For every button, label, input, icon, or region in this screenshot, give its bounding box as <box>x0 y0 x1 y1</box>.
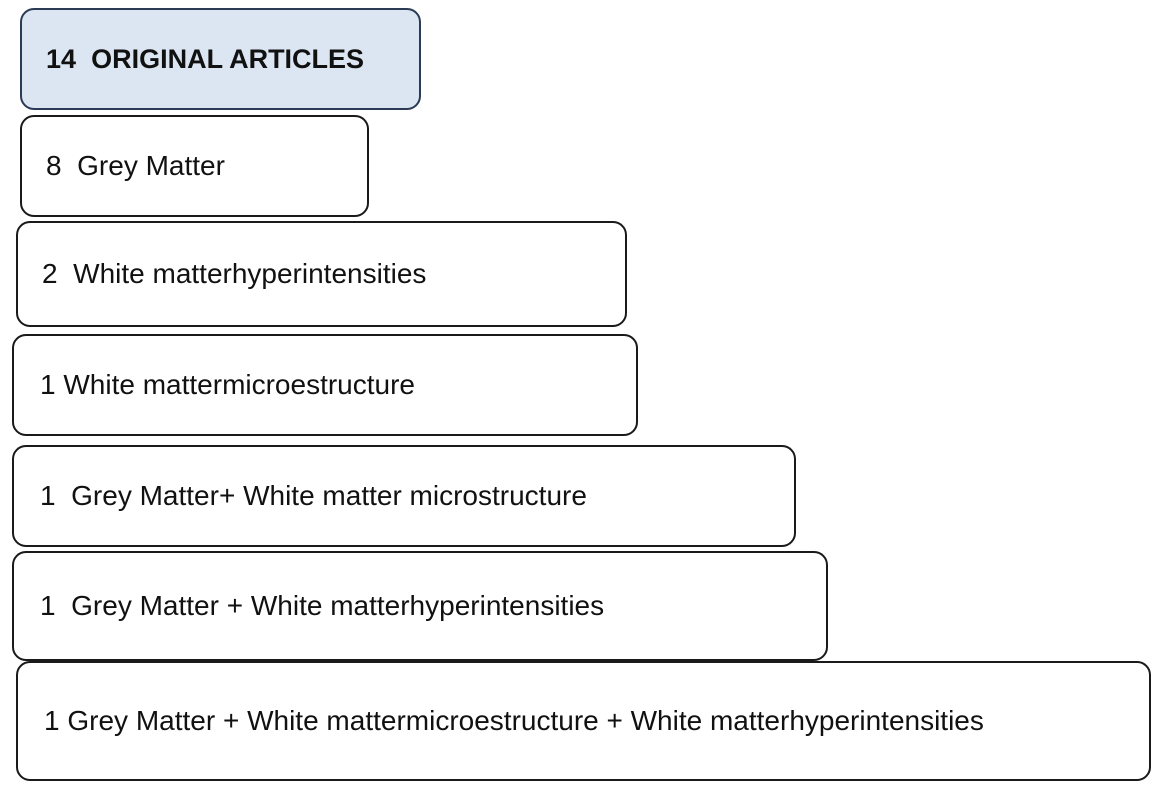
white-matter-hyperintensities-label: White matterhyperintensities <box>73 258 427 289</box>
white-matter-microstructure-count: 1 <box>40 369 56 400</box>
grey-plus-white-hyperintensities-label: Grey Matter + White matterhyperintensiti… <box>71 590 605 621</box>
grey-matter-box: 8 Grey Matter <box>20 115 369 217</box>
total-articles-box: 14 ORIGINAL ARTICLES <box>20 8 421 110</box>
white-matter-microstructure-box: 1 White mattermicroestructure <box>12 334 638 436</box>
total-articles-label: ORIGINAL ARTICLES <box>91 43 365 74</box>
grey-plus-white-microstructure-count: 1 <box>40 480 56 511</box>
white-matter-hyperintensities-box: 2 White matterhyperintensities <box>16 221 627 327</box>
combined-count: 1 <box>44 705 60 736</box>
white-matter-hyperintensities-count: 2 <box>42 258 58 289</box>
total-articles-count: 14 <box>46 43 77 74</box>
grey-plus-white-microstructure-box: 1 Grey Matter+ White matter microstructu… <box>12 445 796 547</box>
grey-plus-white-microstructure-plus-hyperintensities-box: 1 Grey Matter + White mattermicroestruct… <box>16 661 1151 781</box>
grey-plus-white-microstructure-label: Grey Matter+ White matter microstructure <box>71 480 587 511</box>
grey-plus-white-hyperintensities-count: 1 <box>40 590 56 621</box>
grey-matter-label: Grey Matter <box>77 150 225 181</box>
combined-label: Grey Matter + White mattermicroestructur… <box>67 705 984 736</box>
grey-matter-count: 8 <box>46 150 62 181</box>
white-matter-microstructure-label: White mattermicroestructure <box>63 369 415 400</box>
grey-plus-white-hyperintensities-box: 1 Grey Matter + White matterhyperintensi… <box>12 551 828 661</box>
